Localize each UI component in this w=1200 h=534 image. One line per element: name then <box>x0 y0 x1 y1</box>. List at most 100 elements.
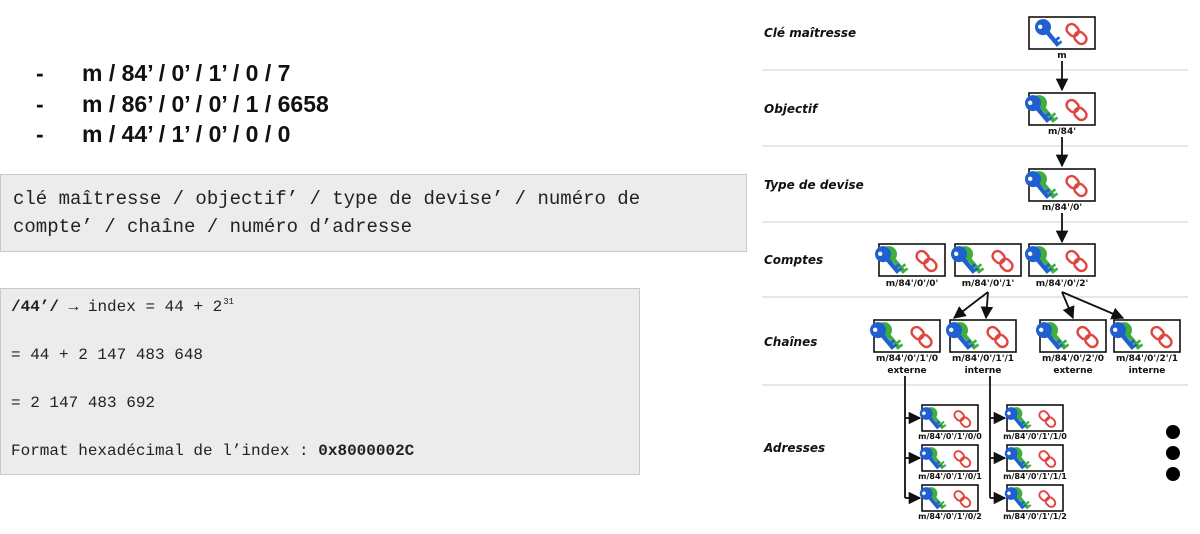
key-node <box>1110 319 1181 353</box>
more-addresses-ellipsis <box>1166 425 1180 481</box>
node-path-label: m/84'/0'/2'/1 <box>1116 354 1178 364</box>
chain-link-ring <box>953 410 966 422</box>
chain-link-ring <box>1065 22 1080 38</box>
chain-kind-label: interne <box>965 366 1002 376</box>
chain-link-ring <box>1065 174 1080 190</box>
key-tooth <box>969 343 974 348</box>
key-hole <box>1027 100 1033 106</box>
node-path-label: m <box>1057 51 1066 61</box>
key-hole <box>1027 176 1033 182</box>
key-node <box>1025 92 1096 126</box>
key-hole <box>1037 24 1043 30</box>
chain-link-ring <box>1073 30 1088 46</box>
key-icon <box>946 322 974 350</box>
key-shaft <box>1035 183 1051 199</box>
key-hole <box>1038 327 1044 333</box>
key-node <box>1004 484 1064 512</box>
node-path-label: m/84' <box>1048 127 1076 137</box>
key-hole <box>872 327 878 333</box>
key-tooth <box>896 339 902 344</box>
key-tooth <box>899 343 904 348</box>
key-tooth <box>1048 192 1053 197</box>
key-bow <box>1004 407 1018 420</box>
chain-link-icon <box>1076 325 1099 349</box>
key-tooth <box>940 460 945 465</box>
derivation-path-text: m / 44’ / 1’ / 0’ / 0 / 0 <box>82 121 291 147</box>
key-icon <box>1004 487 1027 510</box>
key-tooth <box>1054 267 1059 272</box>
chain-link-ring <box>1158 333 1173 349</box>
key-tooth <box>1051 263 1057 268</box>
index-hex-line: Format hexadécimal de l’index : 0x800000… <box>11 442 414 460</box>
key-tooth <box>1062 339 1068 344</box>
chain-link-ring <box>923 257 938 273</box>
key-tooth <box>1025 500 1030 505</box>
chain-link-ring <box>1073 182 1088 198</box>
chain-link-icon <box>1038 410 1057 428</box>
key-tooth <box>940 500 945 505</box>
key-tooth <box>943 464 947 468</box>
node-path-label: m/84'/0'/1'/0/0 <box>918 432 982 441</box>
key-tooth <box>974 267 979 272</box>
key-tooth <box>943 504 947 508</box>
key-hole <box>948 327 954 333</box>
key-bow <box>870 322 887 339</box>
chain-link-icon <box>915 249 938 273</box>
key-tooth <box>1059 343 1064 348</box>
key-shaft <box>880 334 896 350</box>
derivation-path-item: -m / 84’ / 0’ / 1’ / 0 / 7 <box>36 58 329 89</box>
bullet: - <box>36 90 44 117</box>
node-path-label: m/84'/0'/1'/1/2 <box>1003 512 1067 521</box>
chain-link-icon <box>991 249 1014 273</box>
derivation-path-item: - m / 86’ / 0’ / 0’ / 1 / 6658 <box>36 89 329 120</box>
hex-label: Format hexadécimal de l’index : <box>11 442 309 460</box>
key-shaft <box>928 416 940 430</box>
key-tooth <box>972 339 978 344</box>
chain-link-ring <box>1038 450 1051 462</box>
chain-link-icon <box>910 325 933 349</box>
key-shaft <box>1013 416 1025 430</box>
row-label: Objectif <box>764 102 819 116</box>
key-bow <box>919 447 933 460</box>
node-path-label: m/84'/0'/1'/0/1 <box>918 472 982 481</box>
hardened-segment: /44’/ <box>11 298 60 316</box>
chain-link-ring <box>959 496 972 508</box>
node-path-label: m/84'/0'/0' <box>886 279 939 289</box>
key-bow <box>1036 322 1053 339</box>
key-hole <box>922 411 926 416</box>
bullet: - <box>36 60 44 86</box>
chain-link-icon <box>1038 490 1057 508</box>
key-tooth <box>1021 420 1025 425</box>
key-tooth <box>975 343 980 348</box>
chain-link-ring <box>1038 410 1051 422</box>
derivation-path-text: m / 86’ / 0’ / 0’ / 1 / 6658 <box>82 90 329 117</box>
key-tooth <box>936 420 940 425</box>
derivation-path-item: -m / 44’ / 1’ / 0’ / 0 / 0 <box>36 119 329 150</box>
key-node <box>951 243 1022 277</box>
chain-link-ring <box>1076 325 1091 341</box>
derivation-arrow <box>1061 291 1075 320</box>
key-tooth <box>1028 464 1032 468</box>
derivation-arrow <box>952 291 989 319</box>
key-tooth <box>938 424 942 428</box>
chain-link-ring <box>994 333 1009 349</box>
chain-link-icon <box>1065 22 1088 46</box>
key-tooth <box>1048 116 1053 121</box>
key-tooth <box>936 460 940 465</box>
key-bow <box>1025 171 1042 188</box>
key-icon <box>875 246 903 274</box>
key-bow <box>1025 246 1042 263</box>
key-tooth <box>1054 116 1059 121</box>
key-bow <box>1025 95 1042 112</box>
index-sum-line: = 44 + 2 147 483 648 <box>11 346 204 364</box>
key-node <box>1025 168 1096 202</box>
key-tooth <box>893 343 898 348</box>
key-tooth <box>1136 339 1142 344</box>
chain-link-ring <box>991 249 1006 265</box>
path-format-box: clé maîtresse / objectif’ / type de devi… <box>0 174 747 252</box>
arrow-glyph: → <box>68 298 79 316</box>
chain-link-ring <box>1044 496 1057 508</box>
key-node <box>919 404 979 432</box>
exponent: 31 <box>223 297 235 307</box>
key-node <box>1004 444 1064 472</box>
